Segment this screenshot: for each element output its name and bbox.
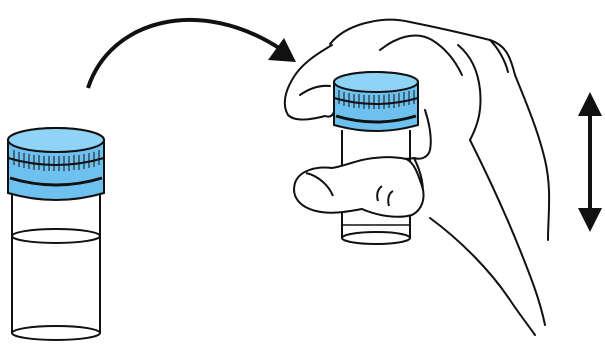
- thumb-front: [294, 157, 423, 217]
- left-vial-icon: [8, 128, 104, 340]
- curved-arrow-icon: [88, 20, 296, 88]
- double-headed-arrow-icon: [578, 92, 602, 232]
